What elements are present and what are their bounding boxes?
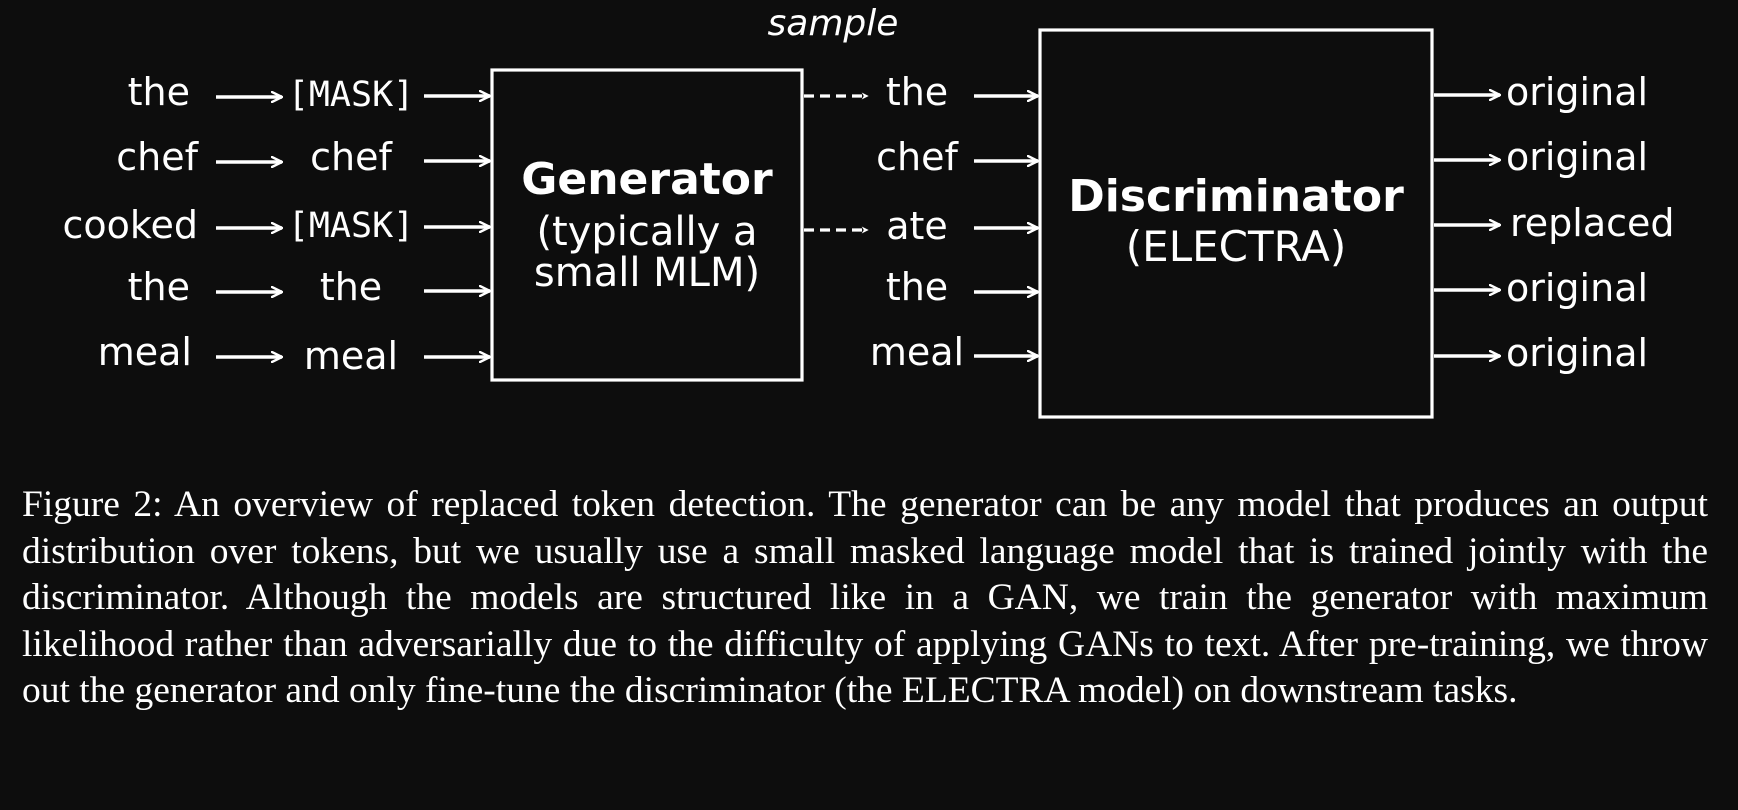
sampled-tokens-column: the chef ate the meal — [870, 70, 964, 374]
sampled-token: chef — [876, 135, 959, 179]
output-label: original — [1506, 331, 1648, 375]
masked-token: [MASK] — [288, 206, 414, 246]
sampled-token: ate — [886, 204, 948, 248]
sampled-token: the — [886, 265, 948, 309]
discriminator-title: Discriminator — [1068, 171, 1404, 222]
input-to-masked-arrows — [216, 97, 282, 357]
input-token: the — [128, 265, 190, 309]
input-token: chef — [116, 135, 199, 179]
masked-token: the — [320, 265, 382, 309]
sample-arrows — [804, 92, 869, 234]
masked-token: chef — [310, 135, 393, 179]
figure-caption: Figure 2: An overview of replaced token … — [22, 484, 1708, 711]
masked-token: meal — [304, 334, 398, 378]
masked-to-generator-arrows — [424, 96, 490, 357]
generator-subtitle-line1: (typically a — [536, 209, 757, 255]
discriminator-box: Discriminator (ELECTRA) — [1038, 28, 1434, 419]
output-labels-column: original original replaced original orig… — [1506, 70, 1675, 375]
input-tokens-column: the chef cooked the meal — [62, 70, 199, 374]
input-token: the — [128, 70, 190, 114]
input-token: meal — [98, 330, 192, 374]
output-label: original — [1506, 70, 1648, 114]
masked-tokens-column: [MASK] chef [MASK] the meal — [288, 75, 414, 378]
generator-box-outline — [490, 68, 804, 382]
sampled-token: meal — [870, 330, 964, 374]
sampled-to-discriminator-arrows — [974, 96, 1038, 356]
output-label: replaced — [1510, 201, 1675, 245]
sample-label: sample — [768, 3, 899, 44]
generator-subtitle-line2: small MLM) — [534, 250, 760, 296]
output-label: original — [1506, 135, 1648, 179]
replaced-token-detection-diagram: sample the chef cooked the meal [MASK] c… — [62, 3, 1675, 419]
generator-title: Generator — [521, 154, 773, 205]
sampled-token: the — [886, 70, 948, 114]
generator-box: Generator (typically a small MLM) — [490, 68, 804, 382]
input-token: cooked — [62, 203, 198, 247]
discriminator-subtitle: (ELECTRA) — [1126, 222, 1346, 271]
masked-token: [MASK] — [288, 75, 414, 115]
discriminator-to-output-arrows — [1434, 95, 1500, 356]
discriminator-box-outline — [1038, 28, 1434, 419]
output-label: original — [1506, 266, 1648, 310]
